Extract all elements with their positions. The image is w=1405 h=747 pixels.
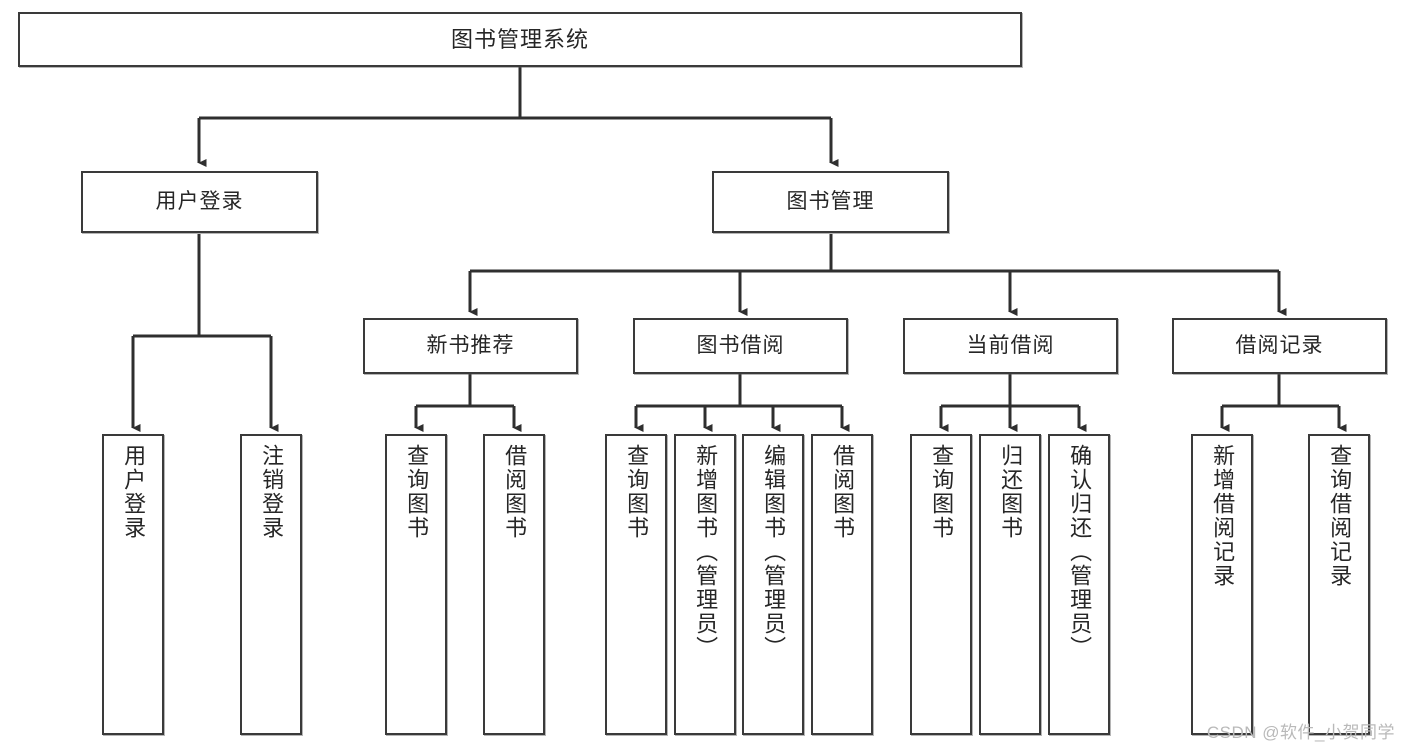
leaf-book-borrow-edit[interactable]: 编辑图书（管理员） xyxy=(742,434,804,735)
node-label: 新书推荐 xyxy=(426,333,515,357)
node-label: 图书管理 xyxy=(786,189,875,213)
node-book-borrow[interactable]: 图书借阅 xyxy=(633,318,848,374)
node-label: 新增图书（管理员） xyxy=(693,444,719,660)
node-book-management[interactable]: 图书管理 xyxy=(712,171,949,233)
leaf-new-book-borrow[interactable]: 借阅图书 xyxy=(483,434,545,735)
node-label: 借阅图书 xyxy=(830,444,856,540)
node-label: 查询图书 xyxy=(929,444,955,540)
node-borrow-record[interactable]: 借阅记录 xyxy=(1172,318,1387,374)
leaf-user-login-signin[interactable]: 用户登录 xyxy=(102,434,164,735)
leaf-borrow-record-query[interactable]: 查询借阅记录 xyxy=(1308,434,1370,735)
node-label: 编辑图书（管理员） xyxy=(761,444,787,660)
leaf-book-borrow-add[interactable]: 新增图书（管理员） xyxy=(674,434,736,735)
leaf-new-book-query[interactable]: 查询图书 xyxy=(385,434,447,735)
leaf-user-login-signout[interactable]: 注销登录 xyxy=(240,434,302,735)
leaf-current-borrow-confirm-return[interactable]: 确认归还（管理员） xyxy=(1048,434,1110,735)
node-current-borrow[interactable]: 当前借阅 xyxy=(903,318,1118,374)
node-new-book-recommend[interactable]: 新书推荐 xyxy=(363,318,578,374)
node-label: 归还图书 xyxy=(998,444,1024,540)
node-user-login[interactable]: 用户登录 xyxy=(81,171,318,233)
leaf-current-borrow-query[interactable]: 查询图书 xyxy=(910,434,972,735)
node-label: 查询借阅记录 xyxy=(1327,444,1353,588)
node-label: 图书借阅 xyxy=(696,333,785,357)
node-root-system[interactable]: 图书管理系统 xyxy=(18,12,1022,67)
leaf-current-borrow-return[interactable]: 归还图书 xyxy=(979,434,1041,735)
node-label: 图书管理系统 xyxy=(450,26,589,52)
node-label: 新增借阅记录 xyxy=(1210,444,1236,588)
node-label: 当前借阅 xyxy=(966,333,1055,357)
node-label: 用户登录 xyxy=(155,189,244,213)
watermark: CSDN @软件_小贺同学 xyxy=(1206,723,1395,742)
node-label: 用户登录 xyxy=(121,444,147,540)
leaf-book-borrow-borrow[interactable]: 借阅图书 xyxy=(811,434,873,735)
node-label: 查询图书 xyxy=(404,444,430,540)
leaf-book-borrow-query[interactable]: 查询图书 xyxy=(605,434,667,735)
node-label: 查询图书 xyxy=(624,444,650,540)
node-label: 借阅图书 xyxy=(502,444,528,540)
leaf-borrow-record-add[interactable]: 新增借阅记录 xyxy=(1191,434,1253,735)
node-label: 借阅记录 xyxy=(1235,333,1324,357)
node-label: 注销登录 xyxy=(259,444,285,540)
node-label: 确认归还（管理员） xyxy=(1067,444,1093,660)
